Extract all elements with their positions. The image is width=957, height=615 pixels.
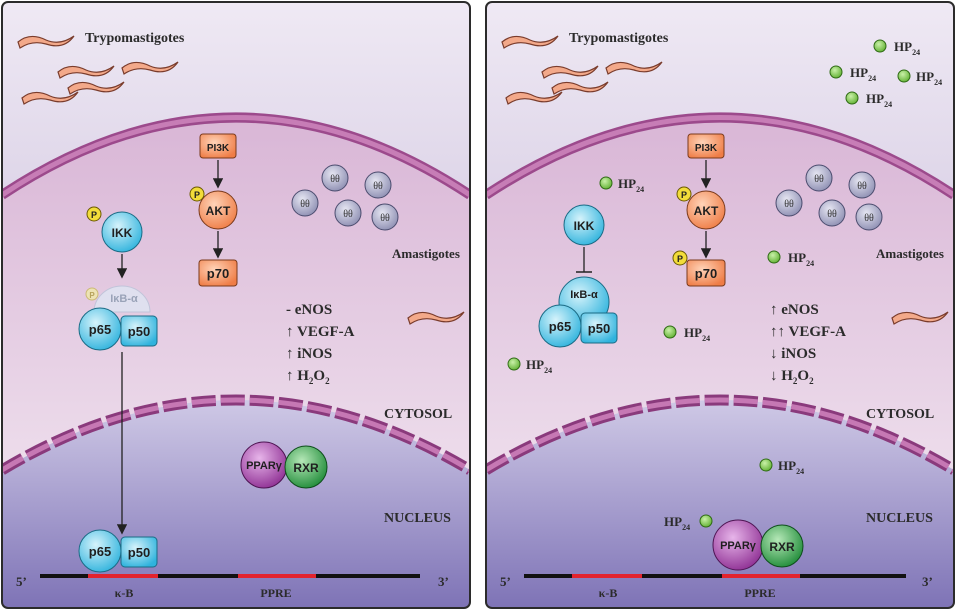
svg-text:- eNOS: - eNOS [286, 302, 332, 318]
trypomastigote-icons [501, 35, 949, 325]
rxr-label: RXR [293, 461, 319, 475]
amastigotes-label: Amastigotes [876, 246, 944, 261]
phospho-ikk [86, 206, 102, 222]
svg-text:θθ: θθ [814, 174, 824, 185]
ppre-label: PPRE [260, 586, 291, 600]
kb-label: κ-B [115, 586, 134, 600]
svg-text:PPRE: PPRE [744, 586, 775, 600]
nucleus-region [486, 400, 954, 608]
phospho-ikb [85, 287, 99, 301]
pi3k-label: PI3K [207, 143, 230, 154]
svg-text:IκB-α: IκB-α [570, 289, 598, 301]
ikk-node [101, 211, 143, 253]
svg-text:↑↑ VEGF-A: ↑↑ VEGF-A [770, 324, 846, 340]
svg-text:IKK: IKK [574, 219, 595, 233]
svg-text:PI3K: PI3K [695, 143, 718, 154]
amastigote-icons: θθ θθ θθ θθ θθ [775, 164, 883, 231]
akt-node [198, 190, 238, 230]
p65-label: p65 [89, 322, 111, 337]
svg-text:p65: p65 [89, 544, 111, 559]
amastigote-icons: θθ θθ θθ θθ θθ [291, 164, 399, 231]
p50-box [120, 315, 158, 347]
svg-text:HP24: HP24 [618, 176, 644, 194]
svg-text:IκB-α: IκB-α [110, 293, 138, 305]
pi3k-box [687, 133, 725, 159]
phospho-akt [676, 186, 692, 202]
svg-text:HP24: HP24 [684, 325, 710, 343]
svg-text:p65: p65 [549, 319, 571, 334]
svg-text:HP24: HP24 [778, 458, 804, 476]
svg-text:θθ: θθ [300, 199, 310, 210]
p50-box [580, 312, 618, 344]
svg-text:θθ: θθ [827, 209, 837, 220]
svg-text:↓ H2O2: ↓ H2O2 [770, 368, 814, 386]
svg-text:HP24: HP24 [788, 250, 814, 268]
ikb-alpha-faded [93, 285, 151, 313]
svg-text:3’: 3’ [922, 574, 933, 589]
rxr-node [760, 524, 804, 568]
svg-text:↑ H2O2: ↑ H2O2 [286, 368, 330, 386]
pi3k-box [199, 133, 237, 159]
svg-text:↑ iNOS: ↑ iNOS [286, 346, 332, 362]
left-effects: - eNOS ↑ VEGF-A ↑ iNOS ↑ H2O2 [286, 302, 355, 386]
svg-text:θθ: θθ [864, 213, 874, 224]
svg-text:PPARγ: PPARγ [720, 540, 757, 552]
svg-text:HP24: HP24 [664, 514, 690, 532]
svg-text:θθ: θθ [857, 181, 867, 192]
svg-text:↑ eNOS: ↑ eNOS [770, 302, 819, 318]
phospho-p70 [672, 250, 688, 266]
svg-text:p50: p50 [128, 545, 150, 560]
svg-text:P: P [677, 254, 683, 264]
trypomastigote-icons [17, 35, 465, 325]
ikk-label: IKK [112, 226, 133, 240]
akt-node [686, 190, 726, 230]
rxr-node [284, 445, 328, 489]
right-effects: ↑ eNOS ↑↑ VEGF-A ↓ iNOS ↓ H2O2 [770, 302, 846, 386]
amastigotes-label: Amastigotes [392, 246, 460, 261]
phospho-akt [189, 186, 205, 202]
svg-text:P: P [194, 190, 200, 200]
trypomastigotes-label: Trypomastigotes [85, 31, 185, 46]
akt-label: AKT [206, 204, 231, 218]
ppar-label: PPARγ [246, 460, 283, 472]
p50-nuclear-box [120, 536, 158, 568]
svg-text:θθ: θθ [343, 209, 353, 220]
p70-label: p70 [207, 266, 229, 281]
left-panel: Trypomastigotes PI3K AKT P p70 IKK P IκB… [2, 2, 470, 608]
svg-text:P: P [89, 291, 95, 300]
right-panel: Trypomastigotes HP24 HP24 HP24 HP24 HP24… [486, 2, 954, 608]
p50-label: p50 [128, 324, 150, 339]
svg-text:RXR: RXR [769, 540, 795, 554]
cytosol-label: CYTOSOL [866, 407, 934, 422]
p70-box [198, 259, 238, 287]
svg-text:HP24: HP24 [866, 91, 892, 109]
svg-text:HP24: HP24 [526, 357, 552, 375]
svg-text:HP24: HP24 [916, 69, 942, 87]
svg-text:5’: 5’ [500, 574, 511, 589]
svg-text:↑ VEGF-A: ↑ VEGF-A [286, 324, 355, 340]
svg-text:↓ iNOS: ↓ iNOS [770, 346, 816, 362]
hp24-particles: HP24 HP24 HP24 HP24 HP24 HP24 HP24 HP24 … [507, 39, 942, 532]
trypomastigotes-label: Trypomastigotes [569, 31, 669, 46]
svg-text:P: P [681, 190, 687, 200]
p70-box [686, 259, 726, 287]
svg-text:P: P [91, 210, 97, 220]
svg-text:θθ: θθ [330, 174, 340, 185]
ikk-node [563, 204, 605, 246]
svg-text:κ-B: κ-B [599, 586, 618, 600]
svg-text:θθ: θθ [784, 199, 794, 210]
svg-text:HP24: HP24 [850, 65, 876, 83]
svg-text:HP24: HP24 [894, 39, 920, 57]
svg-text:3’: 3’ [438, 574, 449, 589]
svg-text:p70: p70 [695, 266, 717, 281]
svg-text:θθ: θθ [373, 181, 383, 192]
svg-text:p50: p50 [588, 321, 610, 336]
cytosol-label: CYTOSOL [384, 407, 452, 422]
nucleus-label: NUCLEUS [866, 511, 933, 526]
svg-text:AKT: AKT [694, 204, 719, 218]
svg-text:5’: 5’ [16, 574, 27, 589]
svg-text:θθ: θθ [380, 213, 390, 224]
nucleus-label: NUCLEUS [384, 511, 451, 526]
